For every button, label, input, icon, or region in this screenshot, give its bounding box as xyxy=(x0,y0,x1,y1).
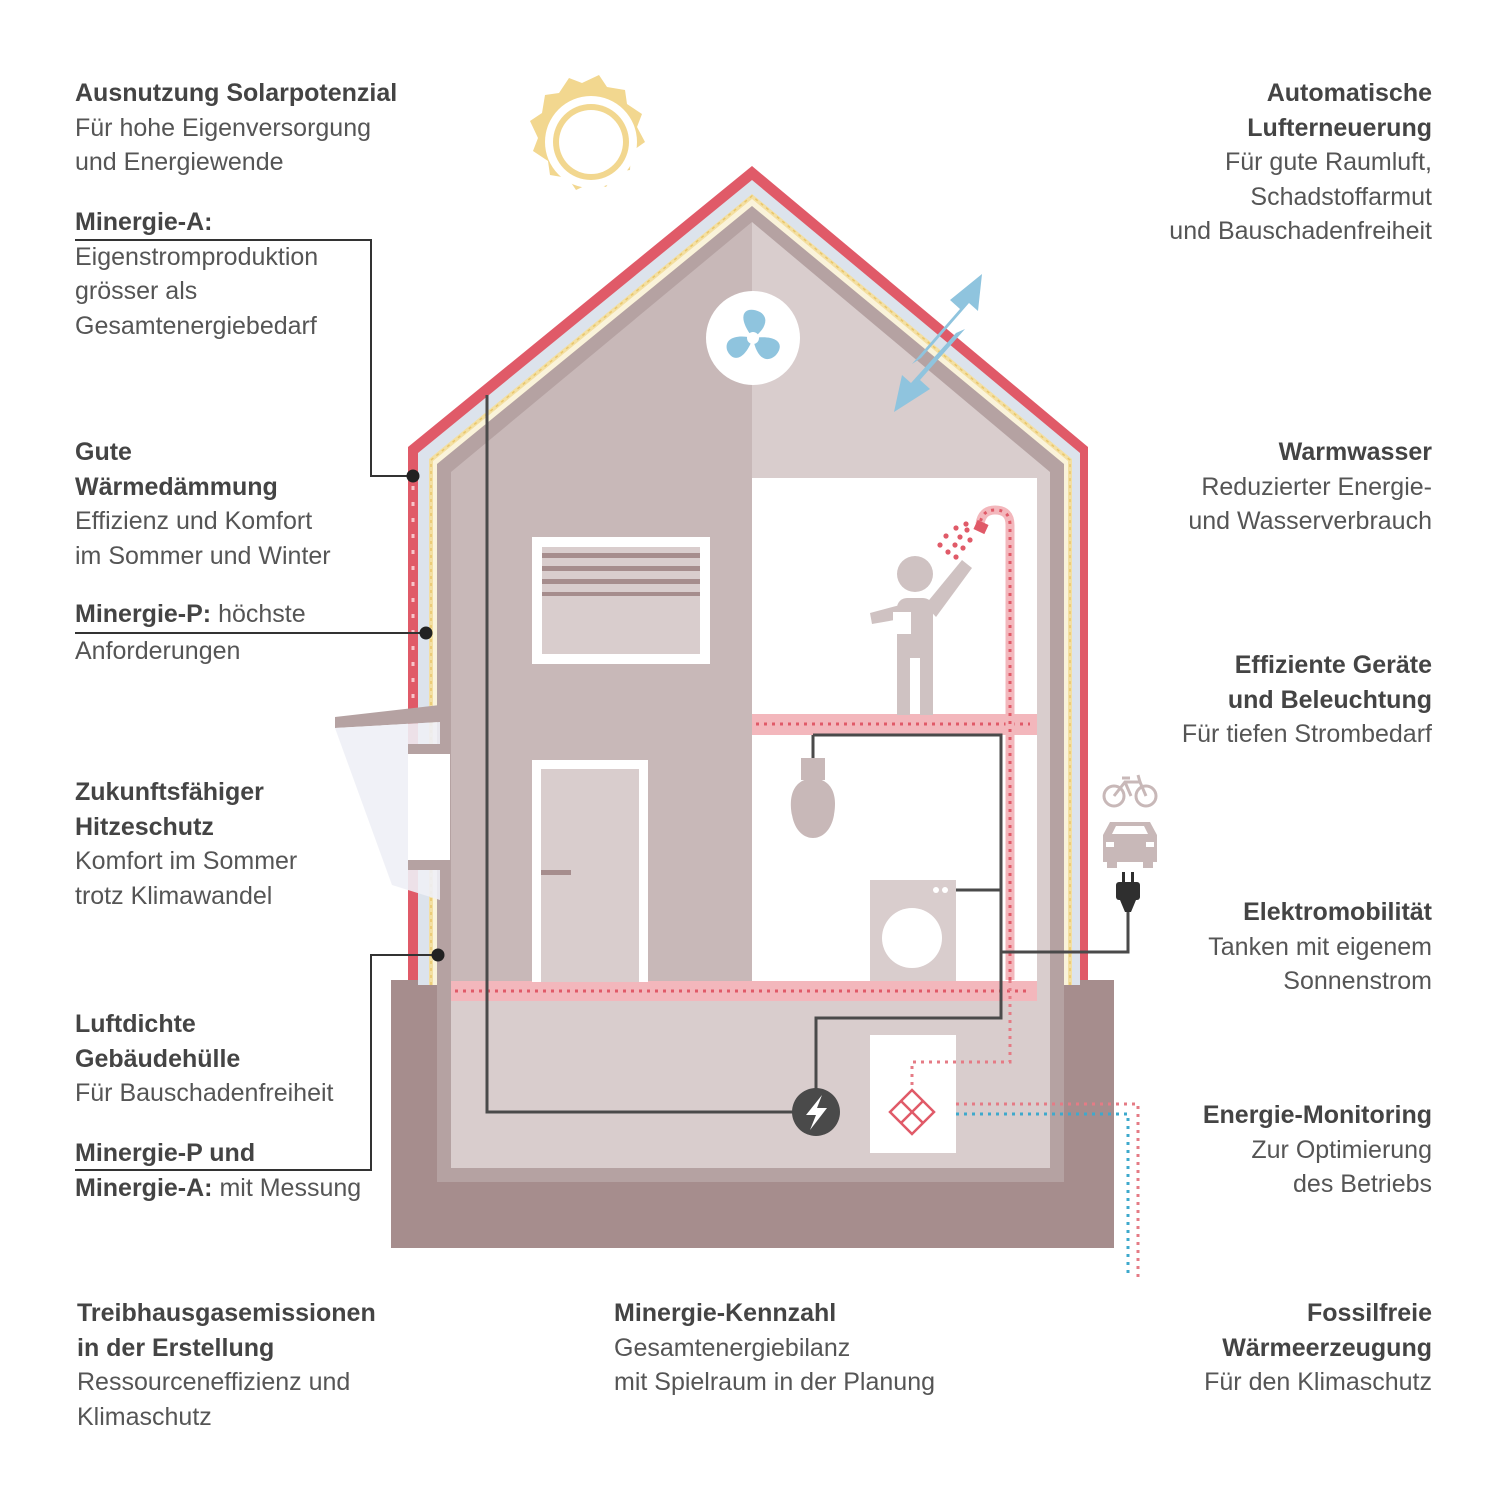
label-heat-protection: Zukunftsfähiger Hitzeschutz Komfort im S… xyxy=(75,775,297,913)
label-solar: Ausnutzung Solarpotenzial Für hohe Eigen… xyxy=(75,76,397,180)
emissions-title-1: Treibhausgasemissionen xyxy=(77,1299,376,1327)
sun-icon xyxy=(530,75,645,190)
emobility-line-2: Sonnenstrom xyxy=(1283,967,1432,995)
label-kennzahl: Minergie-Kennzahl Gesamtenergiebilanz mi… xyxy=(614,1296,935,1400)
heating-line-1: Für den Klimaschutz xyxy=(1204,1368,1432,1396)
insulation-title-1: Gute xyxy=(75,438,132,466)
insulation-line-1: Effizienz und Komfort xyxy=(75,507,313,535)
heat-title-2: Hitzeschutz xyxy=(75,812,214,841)
kennzahl-title: Minergie-Kennzahl xyxy=(614,1299,837,1327)
window-icon xyxy=(532,537,710,664)
appliances-title-2: und Beleuchtung xyxy=(1227,685,1432,714)
shading-canopy xyxy=(335,705,450,900)
leader-lines xyxy=(75,239,438,1171)
car-icon xyxy=(1103,822,1157,868)
airtight-sub-rest: mit Messung xyxy=(212,1173,362,1202)
monitoring-title: Energie-Monitoring xyxy=(1202,1101,1432,1129)
label-insulation-minergie-p: Minergie-P: höchste Anforderungen xyxy=(75,597,306,668)
lightning-icon xyxy=(792,1088,840,1136)
label-ventilation: Automatische Lufterneuerung Für gute Rau… xyxy=(1169,76,1432,249)
label-emobility: Elektromobilität Tanken mit eigenem Sonn… xyxy=(1208,895,1432,999)
kennzahl-line-2: mit Spielraum in der Planung xyxy=(614,1368,935,1396)
emissions-line-2: Klimaschutz xyxy=(77,1402,212,1431)
label-solar-minergie-a: Minergie-A: Eigenstromproduktion grösser… xyxy=(75,205,318,343)
insulation-sub-line-2: Anforderungen xyxy=(75,636,241,665)
air-exchange-arrows-icon xyxy=(894,274,982,412)
label-heating: Fossilfreie Wärmeerzeugung Für den Klima… xyxy=(1204,1296,1432,1400)
solar-line-1: Für hohe Eigenversorgung xyxy=(75,113,372,142)
heating-title-2: Wärmeerzeugung xyxy=(1222,1333,1432,1362)
solar-line-2: und Energiewende xyxy=(75,148,284,176)
label-monitoring: Energie-Monitoring Zur Optimierung des B… xyxy=(1203,1098,1432,1202)
fan-icon xyxy=(706,291,800,385)
basement-room xyxy=(451,1000,1050,1168)
airtight-title-2: Gebäudehülle xyxy=(75,1044,241,1073)
ventilation-line-2: Schadstoffarmut xyxy=(1250,182,1432,211)
ventilation-line-1: Für gute Raumluft, xyxy=(1224,148,1432,176)
emobility-title: Elektromobilität xyxy=(1243,898,1432,926)
hot-water-line-1: Reduzierter Energie- xyxy=(1201,472,1432,501)
insulation-title-2: Wärmedämmung xyxy=(75,472,278,501)
label-airtight: Luftdichte Gebäudehülle Für Bauschadenfr… xyxy=(75,1007,333,1111)
airtight-line-1: Für Bauschadenfreiheit xyxy=(75,1079,334,1107)
door-icon xyxy=(532,760,648,982)
hot-water-title: Warmwasser xyxy=(1278,438,1432,466)
kennzahl-line-1: Gesamtenergiebilanz xyxy=(614,1333,851,1362)
solar-title: Ausnutzung Solarpotenzial xyxy=(75,79,398,107)
appliances-line-1: Für tiefen Strombedarf xyxy=(1181,720,1432,748)
solar-sub-line-2: grösser als xyxy=(75,277,198,305)
emissions-title-2: in der Erstellung xyxy=(77,1333,275,1362)
insulation-sub-rest: höchste xyxy=(211,600,306,628)
monitoring-line-1: Zur Optimierung xyxy=(1251,1135,1432,1164)
insulation-sub-bold: Minergie-P: xyxy=(75,600,212,628)
heat-pump-icon xyxy=(870,1035,956,1153)
light-bulb-icon xyxy=(790,735,836,838)
ventilation-title-1: Automatische xyxy=(1266,79,1432,107)
label-emissions: Treibhausgasemissionen in der Erstellung… xyxy=(77,1296,376,1434)
airtight-sub-bold: Minergie-A: xyxy=(75,1173,213,1202)
appliances-title-1: Effiziente Geräte xyxy=(1234,651,1432,679)
airtight-sub-line-1: Minergie-P und xyxy=(75,1139,256,1167)
solar-sub-line-3: Gesamtenergiebedarf xyxy=(75,311,317,340)
electric-cables xyxy=(485,395,1130,1114)
ventilation-title-2: Lufterneuerung xyxy=(1247,113,1432,142)
insulation-line-2: im Sommer und Winter xyxy=(75,541,331,570)
upper-room xyxy=(752,478,1037,714)
hot-water-line-2: und Wasserverbrauch xyxy=(1188,507,1432,535)
heat-title-1: Zukunftsfähiger xyxy=(75,778,264,806)
heat-line-1: Komfort im Sommer xyxy=(75,847,298,875)
label-insulation: Gute Wärmedämmung Effizienz und Komfort … xyxy=(75,435,331,573)
wall-left xyxy=(451,222,752,1168)
shower-icon xyxy=(937,505,1015,980)
label-appliances: Effiziente Geräte und Beleuchtung Für ti… xyxy=(1182,648,1432,752)
airtight-title-1: Luftdichte xyxy=(75,1010,196,1038)
ventilation-line-3: und Bauschadenfreiheit xyxy=(1169,217,1432,245)
emissions-line-1: Ressourceneffizienz und xyxy=(77,1368,351,1396)
heating-title-1: Fossilfreie xyxy=(1306,1299,1432,1327)
monitoring-line-2: des Betriebs xyxy=(1293,1170,1432,1198)
external-supply-lines xyxy=(956,1102,1140,1278)
person-icon xyxy=(870,556,972,715)
plug-icon xyxy=(1116,872,1140,912)
solar-sub-line-1: Eigenstromproduktion xyxy=(75,242,319,271)
washing-machine-icon xyxy=(870,880,956,981)
bicycle-icon xyxy=(1102,774,1158,808)
label-airtight-minergie: Minergie-P und Minergie-A: mit Messung xyxy=(75,1136,361,1205)
heat-line-2: trotz Klimawandel xyxy=(75,881,273,910)
label-hot-water: Warmwasser Reduzierter Energie- und Wass… xyxy=(1188,435,1432,539)
solar-sub-bold: Minergie-A: xyxy=(75,208,213,236)
emobility-line-1: Tanken mit eigenem xyxy=(1208,932,1432,961)
hot-water-pipe xyxy=(910,980,1012,1090)
